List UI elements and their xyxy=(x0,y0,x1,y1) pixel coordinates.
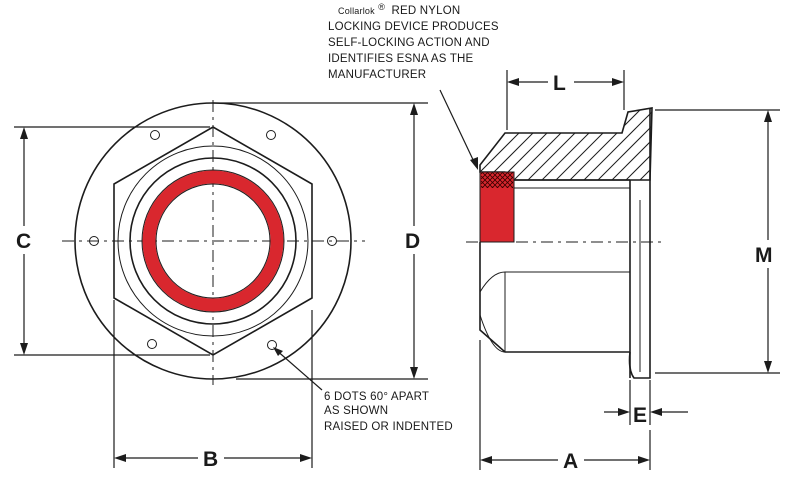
label-b: B xyxy=(203,448,218,471)
label-a: A xyxy=(563,450,578,473)
nylon-note-brand: Collarlok xyxy=(338,6,375,16)
label-e: E xyxy=(633,404,647,427)
nylon-note-registered: ® xyxy=(378,2,385,12)
dot-mark xyxy=(147,339,157,349)
l-arrow-left xyxy=(507,78,519,86)
label-m: M xyxy=(755,244,773,267)
nylon-ring-inner-edge xyxy=(155,183,271,299)
d-arrow-top xyxy=(410,103,418,115)
nylon-leader-arrow xyxy=(470,157,478,170)
dot-mark xyxy=(327,236,337,246)
nylon-note-line5: MANUFACTURER xyxy=(328,69,426,81)
side-view xyxy=(439,70,782,472)
chamfer-circle xyxy=(117,145,309,337)
b-arrow-left xyxy=(114,454,126,462)
m-arrow-top xyxy=(764,110,772,122)
label-d: D xyxy=(405,230,420,253)
d-arrow-bottom xyxy=(410,367,418,379)
dots-note-line1: 6 DOTS 60° APART xyxy=(324,391,429,403)
front-view xyxy=(10,100,428,470)
label-l: L xyxy=(553,72,566,95)
l-arrow-right xyxy=(612,78,624,86)
nylon-leader-line xyxy=(439,89,477,167)
dot-mark xyxy=(89,236,99,246)
m-arrow-bottom xyxy=(764,361,772,373)
dots-note-line2: AS SHOWN xyxy=(324,405,388,417)
nylon-note-line1: RED NYLON xyxy=(391,5,460,17)
nylon-ring-outer-edge xyxy=(141,169,285,313)
dots-group xyxy=(89,130,337,350)
dot-mark xyxy=(267,340,277,350)
a-arrow-right xyxy=(638,456,650,464)
dots-leader-arrow xyxy=(273,347,283,356)
lower-body-outline xyxy=(479,242,630,353)
dimension-letters: C D B L M E A xyxy=(16,72,773,473)
nylon-note-line2: LOCKING DEVICE PRODUCES xyxy=(328,21,499,33)
nylon-crosshatch-cap xyxy=(481,172,513,188)
flange-outer-edge xyxy=(628,108,651,379)
c-arrow-bottom xyxy=(20,343,28,355)
e-arrow-right xyxy=(650,408,662,416)
nylon-insert-ring xyxy=(142,170,284,312)
hex-chamfer-left xyxy=(479,271,506,293)
dots-note: 6 DOTS 60° APART AS SHOWN RAISED OR INDE… xyxy=(324,391,453,433)
svg-text:Collarlok ® RED NY: Collarlok ® RED NYLON xyxy=(338,1,460,17)
c-arrow-top xyxy=(20,127,28,139)
dots-leader-line xyxy=(274,348,323,391)
hex-outline xyxy=(113,126,313,356)
e-arrow-left xyxy=(618,408,630,416)
dot-mark xyxy=(150,130,160,140)
nylon-note: Collarlok ® RED NYLON LOCKING DEVICE PRO… xyxy=(328,1,499,81)
section-body-outline xyxy=(479,107,653,181)
dot-mark xyxy=(266,130,276,140)
collar-circle xyxy=(129,157,297,325)
dots-note-line3: RAISED OR INDENTED xyxy=(324,421,453,433)
a-arrow-left xyxy=(480,456,492,464)
nylon-note-line4: IDENTIFIES ESNA AS THE xyxy=(328,53,474,65)
b-arrow-right xyxy=(300,454,312,462)
hex-chamfer-left-bottom xyxy=(479,314,506,353)
label-c: C xyxy=(16,230,31,253)
nylon-note-line3: SELF-LOCKING ACTION AND xyxy=(328,37,490,49)
